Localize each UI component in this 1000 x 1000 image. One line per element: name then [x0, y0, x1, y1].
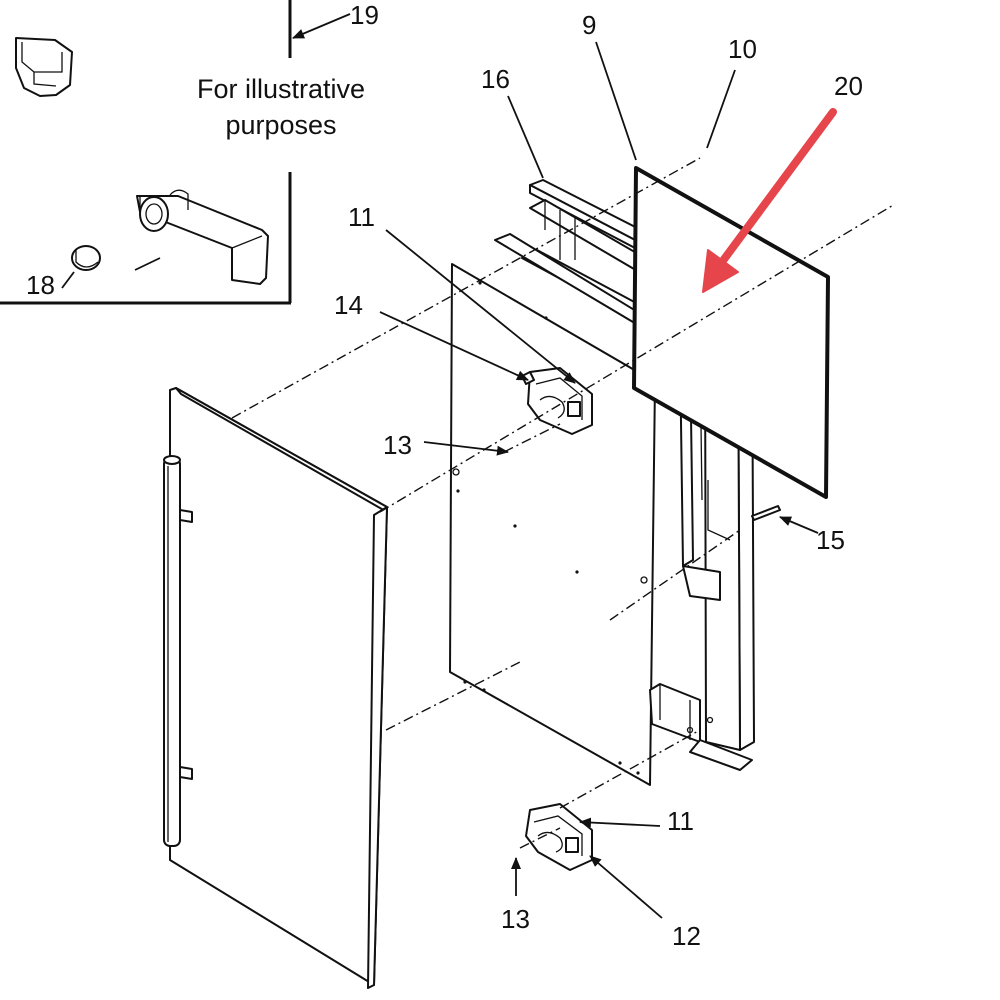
- leader-18: [61, 271, 75, 289]
- gasket: [632, 166, 830, 499]
- leader-lines: [61, 13, 819, 919]
- note-line-2: purposes: [225, 110, 336, 140]
- leader-11-top: [385, 229, 576, 384]
- callout-labels: 19 9 10 16 20 11 14 13 15 18 11 13 12: [26, 0, 863, 951]
- leader-13-mid: [423, 441, 509, 456]
- note-line-1: For illustrative: [197, 74, 365, 104]
- hinge-bottom: [525, 803, 593, 871]
- illustrative-note: For illustrative purposes: [197, 74, 365, 140]
- leader-14: [379, 311, 529, 381]
- leader-16: [507, 95, 544, 179]
- leader-19: [292, 13, 351, 39]
- leader-9: [595, 41, 637, 161]
- callout-9: 9: [582, 10, 596, 40]
- inset-frame: [0, 0, 292, 305]
- leader-15: [779, 516, 819, 534]
- callout-11-bottom: 11: [667, 806, 694, 836]
- leader-11-bottom: [579, 817, 661, 828]
- callout-16: 16: [481, 64, 510, 94]
- callout-13-bottom: 13: [501, 904, 530, 934]
- callout-18: 18: [26, 270, 55, 300]
- liner-panel: [449, 263, 656, 786]
- assembly-lines: [231, 157, 896, 849]
- handle-end-cap-part: [136, 189, 269, 285]
- callout-19: 19: [350, 0, 379, 30]
- leader-10: [706, 69, 736, 149]
- door-panel: [163, 387, 388, 989]
- leader-12: [589, 855, 663, 919]
- screw-15: [751, 505, 781, 521]
- callout-15: 15: [816, 525, 845, 555]
- screw-part: [71, 245, 101, 271]
- highlight-arrow: [702, 108, 837, 293]
- callout-20: 20: [834, 71, 863, 101]
- callout-12: 12: [672, 921, 701, 951]
- callout-14: 14: [334, 290, 363, 320]
- bracket-part: [15, 37, 73, 97]
- leader-handle-cap: [134, 257, 161, 271]
- callout-13-mid: 13: [383, 430, 412, 460]
- callout-10: 10: [728, 34, 757, 64]
- callout-11-top: 11: [348, 202, 375, 232]
